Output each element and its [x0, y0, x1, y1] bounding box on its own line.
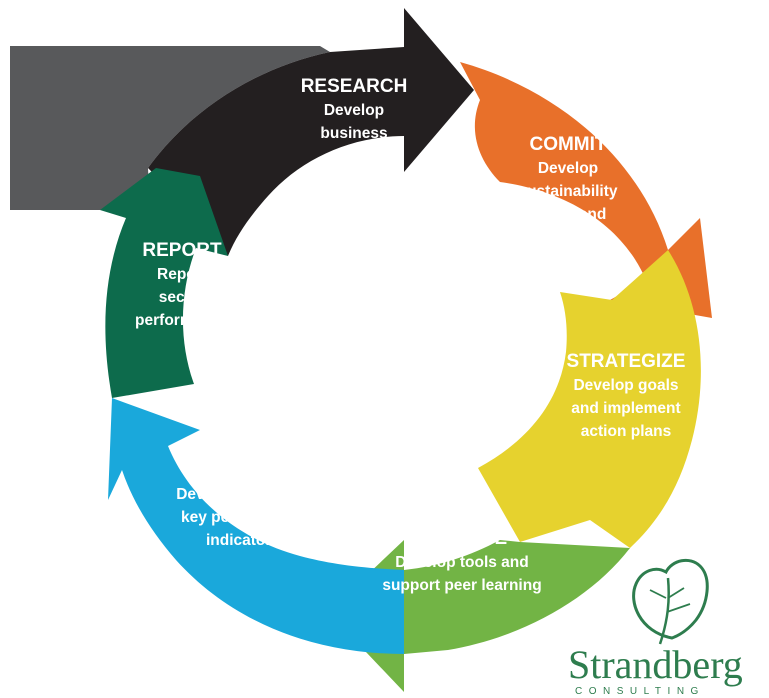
stage-description-line: Develop tools and	[395, 554, 529, 571]
stage-label-commit: COMMIT Develop sustainability vision and pri…	[518, 134, 617, 246]
cycle-segment-research	[148, 8, 474, 256]
stage-description-line: sector	[159, 289, 206, 306]
stage-label-report: REPORT Report sector performance	[135, 240, 229, 329]
stage-description-line: and implement	[571, 400, 680, 417]
stage-title-strategize: STRATEGIZE	[567, 351, 686, 372]
stage-title-educate: EDUCATE	[417, 528, 507, 549]
cycle-segment-commit	[460, 62, 712, 318]
stage-description-line: Develop goals	[573, 377, 678, 394]
stage-description-line: business	[320, 125, 387, 142]
stage-description-line: performance	[135, 312, 229, 329]
cycle-segment-measure	[108, 398, 404, 654]
stage-description-line: Develop	[324, 102, 384, 119]
brand-logo: Strandberg CONSULTING	[568, 558, 743, 697]
stage-description-line: key performance	[181, 509, 305, 526]
cycle-segment-report	[100, 168, 228, 398]
stage-description-line: vision and	[530, 206, 607, 223]
stage-title-commit: COMMIT	[529, 134, 606, 155]
brand-tagline: CONSULTING	[575, 686, 705, 697]
stage-label-research: RESEARCH Develop business case	[301, 76, 408, 165]
entry-arrow	[10, 46, 330, 210]
leaf-icon	[632, 558, 709, 645]
stage-description-line: indicators	[206, 532, 280, 549]
stage-label-measure: MEASURE Develop and track key performance i…	[176, 460, 310, 549]
stage-description-line: Report	[157, 266, 207, 283]
stage-title-research: RESEARCH	[301, 76, 408, 97]
stage-description-line: Develop	[538, 160, 598, 177]
stage-description-line: principles	[531, 229, 604, 246]
stage-label-strategize: STRATEGIZE Develop goals and implement acti…	[567, 351, 686, 440]
cycle-segment-strategize	[478, 250, 701, 548]
stage-description-line: sustainability	[518, 183, 617, 200]
brand-name: Strandberg	[568, 642, 743, 687]
stage-description-line: action plans	[581, 423, 671, 440]
stage-description-line: support peer learning	[382, 577, 541, 594]
stage-title-report: REPORT	[142, 240, 222, 261]
stage-description-line: Develop and track	[176, 486, 310, 503]
stage-title-measure: MEASURE	[195, 460, 290, 481]
stage-description-line: case	[337, 148, 372, 165]
stage-label-educate: EDUCATE Develop tools and support peer lea…	[382, 528, 541, 594]
